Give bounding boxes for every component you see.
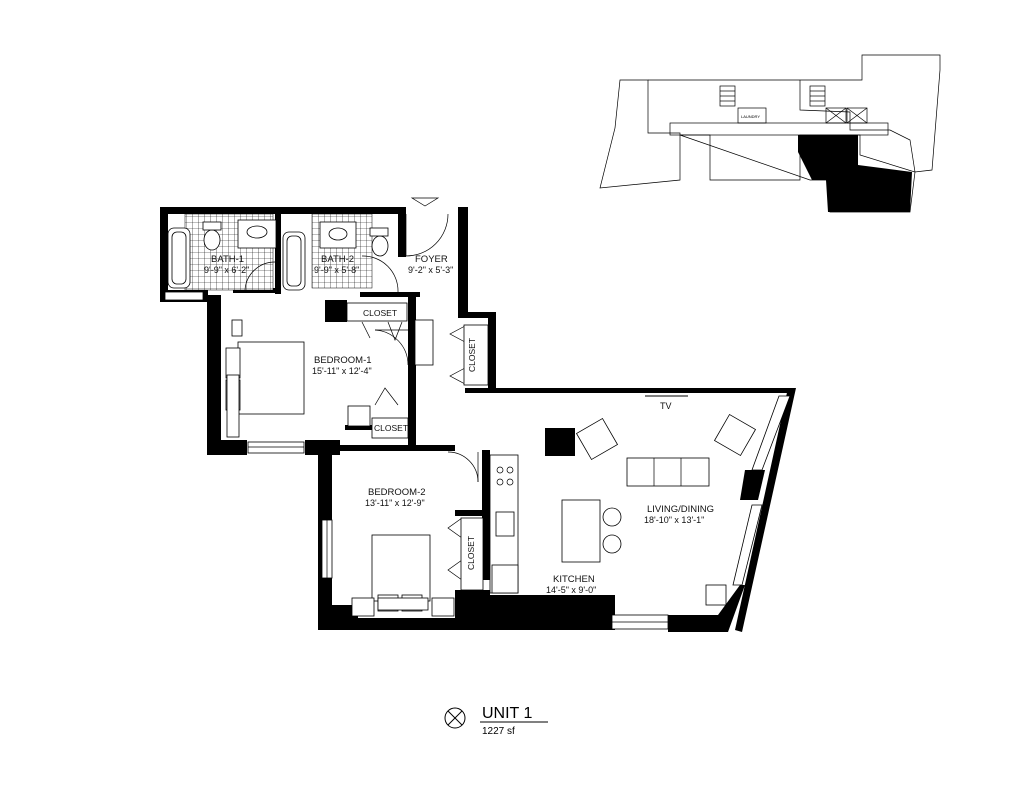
closet-label-3: CLOSET [467, 338, 477, 372]
room-labels: BATH-1 9'-9" x 6'-2" BATH-2 9'-9" x 5'-8… [204, 254, 714, 595]
closet-label-2: CLOSET [374, 423, 408, 433]
key-plan: LAUNDRY [599, 54, 941, 213]
title-block: UNIT 1 1227 sf [444, 705, 548, 737]
bedroom1-dims: 15'-11" x 12'-4" [312, 366, 372, 376]
bedroom2-dims: 13'-11" x 12'-9" [365, 498, 425, 508]
fixtures: TV [164, 197, 791, 630]
living-dims: 18'-10" x 13'-1" [644, 515, 704, 525]
laundry-label: LAUNDRY [741, 114, 760, 119]
bath1-name: BATH-1 [211, 254, 244, 265]
unit-area: 1227 sf [482, 726, 515, 737]
tv-label: TV [660, 401, 672, 411]
unit-location-highlight [798, 135, 912, 212]
bath2-dims: 9'-9" x 5'-8" [314, 265, 359, 275]
bath1-dims: 9'-9" x 6'-2" [204, 265, 249, 275]
living-name: LIVING/DINING [647, 504, 714, 515]
kitchen-dims: 14'-5" x 9'-0" [546, 585, 596, 595]
kitchen-name: KITCHEN [553, 574, 595, 585]
bedroom2-name: BEDROOM-2 [368, 487, 426, 498]
closet-label-1: CLOSET [363, 308, 397, 318]
foyer-dims: 9'-2" x 5'-3" [408, 265, 453, 275]
bath2-name: BATH-2 [321, 254, 354, 265]
bedroom1-name: BEDROOM-1 [314, 355, 372, 366]
unit-title: UNIT 1 [482, 705, 532, 722]
closet-label-4: CLOSET [466, 536, 476, 570]
north-arrow-icon [444, 707, 466, 729]
foyer-name: FOYER [415, 254, 448, 265]
